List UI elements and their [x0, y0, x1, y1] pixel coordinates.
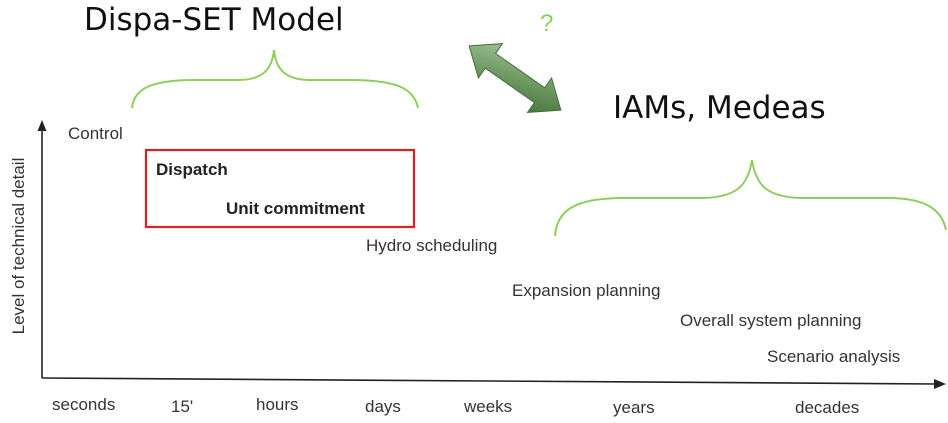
y-axis-arrowhead — [37, 120, 47, 131]
left-model-title: Dispa-SET Model — [84, 2, 344, 38]
activity-overall-system-planning: Overall system planning — [680, 311, 862, 330]
x-tick-seconds: seconds — [52, 395, 116, 414]
activity-hydro-scheduling: Hydro scheduling — [366, 236, 498, 255]
activity-expansion-planning: Expansion planning — [512, 281, 661, 300]
right-model-title: IAMs, Medeas — [613, 90, 826, 126]
activity-control: Control — [68, 124, 123, 143]
question-mark: ? — [540, 10, 554, 37]
x-axis — [41, 377, 937, 385]
x-tick-weeks: weeks — [464, 397, 513, 416]
activity-dispatch: Dispatch — [156, 160, 228, 179]
right-model-bracket — [554, 159, 947, 237]
y-axis-label: Level of technical detail — [9, 157, 28, 335]
x-tick-15min: 15' — [171, 397, 194, 416]
x-tick-years: years — [613, 398, 655, 417]
x-tick-days: days — [365, 397, 401, 416]
left-model-bracket — [131, 49, 419, 109]
x-tick-hours: hours — [256, 395, 299, 414]
x-axis-arrowhead — [934, 379, 946, 389]
activity-unit-commitment: Unit commitment — [226, 199, 365, 218]
double-headed-arrow-icon — [468, 43, 562, 113]
x-tick-decades: decades — [795, 398, 860, 417]
dispatch-highlight-box — [144, 148, 416, 229]
activity-scenario-analysis: Scenario analysis — [767, 347, 901, 366]
